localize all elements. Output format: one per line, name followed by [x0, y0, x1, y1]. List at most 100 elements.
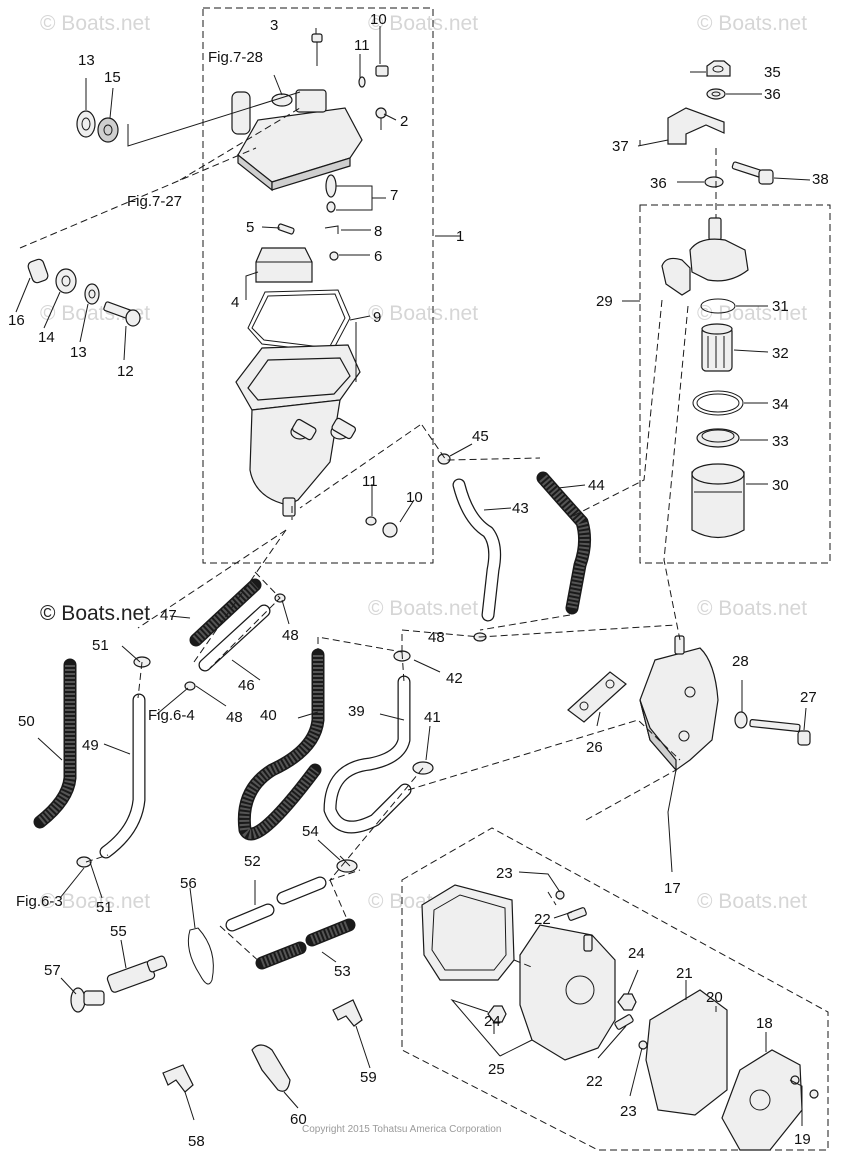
- fuel-filter-group-frame: [639, 204, 831, 564]
- callout-38: 38: [812, 171, 829, 188]
- callout-6: 6: [374, 248, 382, 265]
- watermark: © Boats.net: [697, 302, 807, 325]
- mounting-hardware: [27, 110, 141, 327]
- callout-55: 55: [110, 923, 127, 940]
- callout-25: 25: [488, 1061, 505, 1078]
- callout-23: 23: [496, 865, 513, 882]
- callout-9: 9: [373, 309, 381, 326]
- callout-40: 40: [260, 707, 277, 724]
- callout-20: 20: [706, 989, 723, 1006]
- callout-16: 16: [8, 312, 25, 329]
- callout-11: 11: [362, 473, 378, 490]
- fig-ref-7-28: Fig.7-28: [208, 49, 263, 66]
- watermark: © Boats.net: [368, 12, 478, 35]
- callout-11: 11: [354, 37, 370, 54]
- callout-51: 51: [96, 899, 113, 916]
- callout-52: 52: [244, 853, 261, 870]
- callout-59: 59: [360, 1069, 377, 1086]
- callout-48: 48: [428, 629, 445, 646]
- callout-10: 10: [406, 489, 423, 506]
- callout-32: 32: [772, 345, 789, 362]
- clips: [76, 593, 487, 873]
- callout-22: 22: [586, 1073, 603, 1090]
- callout-37: 37: [612, 138, 629, 155]
- vapor-separator-float-4: [255, 247, 313, 283]
- callout-50: 50: [18, 713, 35, 730]
- callout-7: 7: [390, 187, 398, 204]
- float-pin-5: [277, 223, 295, 235]
- figure-references: Fig.7-28 Fig.7-27 Fig.6-4 Fig.6-3: [16, 49, 263, 910]
- callout-41: 41: [424, 709, 441, 726]
- callout-53: 53: [334, 963, 351, 980]
- callout-30: 30: [772, 477, 789, 494]
- callout-48: 48: [282, 627, 299, 644]
- callout-42: 42: [446, 670, 463, 687]
- callout-31: 31: [772, 298, 789, 315]
- callout-22: 22: [534, 911, 551, 928]
- callout-8: 8: [374, 223, 382, 240]
- callout-24: 24: [628, 945, 645, 962]
- fuel-pump-group-frame: [401, 827, 829, 1151]
- callout-28: 28: [732, 653, 749, 670]
- callout-54: 54: [302, 823, 319, 840]
- callout-14: 14: [38, 329, 55, 346]
- callout-43: 43: [512, 500, 529, 517]
- callout-46: 46: [238, 677, 255, 694]
- watermarks: © Boats.net © Boats.net © Boats.net © Bo…: [40, 12, 807, 913]
- watermark: © Boats.net: [697, 890, 807, 913]
- callout-13: 13: [70, 344, 87, 361]
- callout-29: 29: [596, 293, 613, 310]
- vapor-separator-group-frame: [202, 7, 434, 564]
- callout-45: 45: [472, 428, 489, 445]
- needle-valve-7: [325, 174, 337, 213]
- callout-36: 36: [764, 86, 781, 103]
- watermark: © Boats.net: [697, 597, 807, 620]
- leader-lines: [15, 26, 811, 1126]
- callout-21: 21: [676, 965, 693, 982]
- callout-2: 2: [400, 113, 408, 130]
- callout-15: 15: [104, 69, 121, 86]
- callout-24: 24: [484, 1013, 501, 1030]
- group-frames: [202, 7, 831, 1151]
- callout-35: 35: [764, 64, 781, 81]
- callout-58: 58: [188, 1133, 205, 1150]
- fuel-filter-assembly: [661, 60, 774, 539]
- callout-17: 17: [664, 880, 681, 897]
- watermark: © Boats.net: [40, 12, 150, 35]
- callout-19: 19: [794, 1131, 811, 1148]
- callout-60: 60: [290, 1111, 307, 1128]
- callout-49: 49: [82, 737, 99, 754]
- fuel-pump-exploded: [421, 884, 819, 1151]
- copyright-notice: Copyright 2015 Tohatsu America Corporati…: [302, 1124, 501, 1135]
- vapor-separator-body: [235, 344, 361, 517]
- callout-48: 48: [226, 709, 243, 726]
- callout-23: 23: [620, 1103, 637, 1120]
- hoses: [33, 471, 592, 970]
- vapor-separator-cover: [231, 89, 363, 192]
- callout-33: 33: [772, 433, 789, 450]
- callout-3: 3: [270, 17, 278, 34]
- callout-34: 34: [772, 396, 789, 413]
- screw-6: [329, 251, 339, 261]
- vapor-separator-small-parts: [311, 33, 451, 538]
- callout-47: 47: [160, 607, 177, 624]
- watermark: © Boats.net: [40, 602, 150, 625]
- watermark: © Boats.net: [368, 302, 478, 325]
- callout-36: 36: [650, 175, 667, 192]
- fig-ref-6-4: Fig.6-4: [148, 707, 195, 724]
- callout-27: 27: [800, 689, 817, 706]
- callout-4: 4: [231, 294, 239, 311]
- callout-39: 39: [348, 703, 365, 720]
- callout-44: 44: [588, 477, 605, 494]
- callout-13: 13: [78, 52, 95, 69]
- callout-1: 1: [456, 228, 464, 245]
- watermark: © Boats.net: [697, 12, 807, 35]
- fuel-pump-assembly: [567, 635, 811, 772]
- watermark: © Boats.net: [40, 890, 150, 913]
- callout-5: 5: [246, 219, 254, 236]
- callout-51: 51: [92, 637, 109, 654]
- callout-numbers: 3 10 11 2 7 8 6 5 4 9 1 11 10 13 15 16 1…: [8, 11, 829, 1150]
- misc-parts: [70, 927, 363, 1093]
- clip-8: [324, 225, 339, 234]
